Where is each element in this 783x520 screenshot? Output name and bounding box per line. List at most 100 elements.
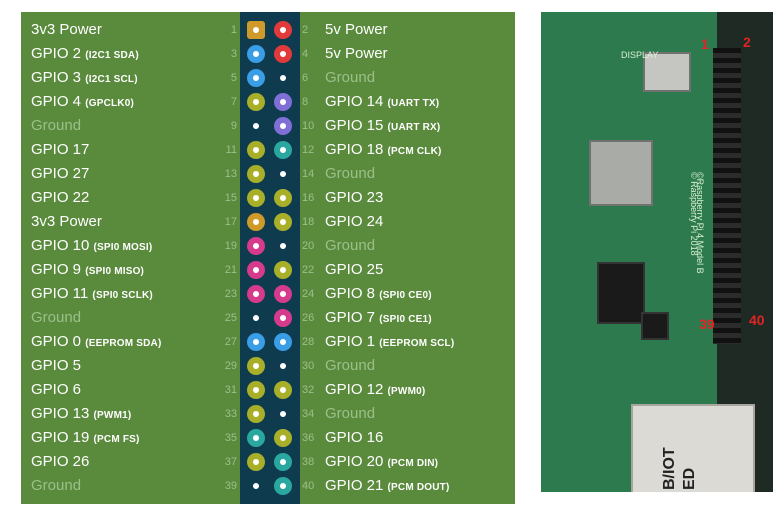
pin-function: (SPI0 CE1) [379,314,432,325]
pin-label-right: GPIO 8 (SPI0 CE0) [325,283,432,307]
cpu-chip [589,140,653,206]
ground-pin-icon [247,477,265,495]
pin-icon [247,405,265,423]
pin-label-right: Ground [325,67,375,89]
pin-name: GPIO 4 [31,93,82,110]
pin-number: 36 [302,432,315,444]
pin-name: GPIO 8 [325,285,376,302]
pin-40-marker: 40 [749,312,765,328]
pin-number: 39 [224,480,237,492]
silkscreen-year: © Raspberry Pi 2018 [689,172,699,256]
pin-name: Ground [325,237,376,254]
pin-icon [274,45,292,63]
pin-number: 31 [224,384,237,396]
pin-name: GPIO 19 [31,429,90,446]
pin-name: Ground [31,477,82,494]
pin-icon [247,333,265,351]
pin-label-left: Ground [31,475,81,497]
pin-name: 5v Power [325,45,388,62]
pin-name: Ground [325,69,376,86]
pin-name: GPIO 5 [31,357,82,374]
pin-number: 40 [302,480,315,492]
pin-icon [274,333,292,351]
pin-icon [274,189,292,207]
pin-label-right: Ground [325,355,375,377]
pin-name: GPIO 6 [31,381,82,398]
pin-function: (GPCLK0) [85,98,135,109]
pin-number: 27 [224,336,237,348]
pin-label-left: GPIO 5 [31,355,81,377]
pin-number: 35 [224,432,237,444]
pin-label-left: GPIO 2 (I2C1 SDA) [31,43,139,67]
pin-number: 3 [230,48,237,60]
pin-1-marker: 1 [701,36,709,52]
pin-label-left: GPIO 26 [31,451,89,473]
pin-icon [247,69,265,87]
pin-number: 7 [230,96,237,108]
pin-label-left: GPIO 22 [31,187,89,209]
pin-label-right: GPIO 18 (PCM CLK) [325,139,442,163]
pin-icon [247,285,265,303]
pin-label-left: GPIO 19 (PCM FS) [31,427,140,451]
pin-icon [247,45,265,63]
pin-name: GPIO 25 [325,261,384,278]
gpio-header [713,48,741,344]
pin-name: GPIO 22 [31,189,90,206]
pin-label-right: GPIO 1 (EEPROM SCL) [325,331,454,355]
ground-pin-icon [274,405,292,423]
pin-2-marker: 2 [743,34,751,50]
pin-function: (EEPROM SCL) [379,338,455,349]
pin-label-right: GPIO 25 [325,259,383,281]
pin-name: GPIO 12 [325,381,384,398]
pin-number: 25 [224,312,237,324]
pin-icon [247,213,265,231]
pin-name: GPIO 23 [325,189,384,206]
pin-icon [274,381,292,399]
pin-function: (SPI0 MISO) [85,266,145,277]
pin-number: 30 [302,360,315,372]
pin-label-right: 5v Power [325,43,388,65]
usb-port [631,404,755,492]
pin-number: 20 [302,240,315,252]
pin-icon [247,429,265,447]
pin-number: 24 [302,288,315,300]
pin-number: 21 [224,264,237,276]
pin-label-right: Ground [325,163,375,185]
pin-label-right: Ground [325,403,375,425]
pin-icon [247,237,265,255]
ground-pin-icon [247,309,265,327]
pin-label-left: GPIO 9 (SPI0 MISO) [31,259,144,283]
pin-number: 37 [224,456,237,468]
pin-icon [247,93,265,111]
ram-chip [597,262,645,324]
pin-name: GPIO 14 [325,93,384,110]
pin-number: 14 [302,168,315,180]
pin-function: (PWM0) [387,386,426,397]
pin-label-left: 3v3 Power [31,211,102,233]
pin-function: (PCM CLK) [387,146,442,157]
pin-number: 15 [224,192,237,204]
port-label-1: B/IOT [661,447,678,490]
pin-name: Ground [31,117,82,134]
pin-name: GPIO 26 [31,453,90,470]
pin-name: GPIO 9 [31,261,82,278]
pin-label-left: 3v3 Power [31,19,102,41]
pin-label-right: GPIO 7 (SPI0 CE1) [325,307,432,331]
pin-number: 8 [302,96,309,108]
ground-pin-icon [274,69,292,87]
ground-pin-icon [247,117,265,135]
pin-label-right: GPIO 12 (PWM0) [325,379,425,403]
pin-function: (I2C1 SDA) [85,50,139,61]
pin-number: 12 [302,144,315,156]
